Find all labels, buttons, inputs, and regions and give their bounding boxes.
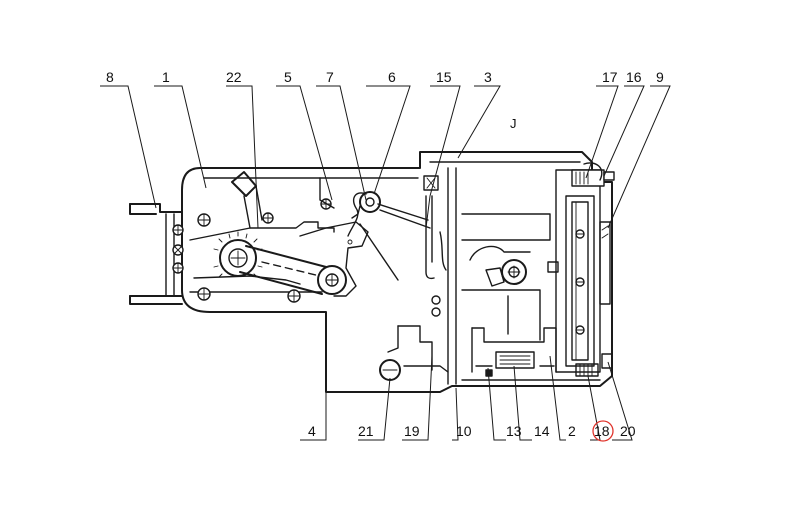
callout-7: 7	[326, 69, 334, 85]
lower-block	[379, 325, 449, 381]
highlight-circle	[592, 420, 614, 442]
callout-3: 3	[484, 69, 492, 85]
stray-mark: J	[510, 116, 517, 131]
callout-16: 16	[626, 69, 642, 85]
callout-20: 20	[620, 423, 636, 439]
inner-plates	[189, 177, 335, 285]
link-arm	[239, 245, 347, 295]
spring-gear	[213, 231, 263, 278]
callout-4: 4	[308, 423, 316, 439]
bracket-screws	[172, 224, 184, 274]
pivot-spring	[347, 191, 431, 281]
callout-2: 2	[568, 423, 576, 439]
callout-10: 10	[456, 423, 472, 439]
callout-9: 9	[656, 69, 664, 85]
callout-22: 22	[226, 69, 242, 85]
callout-13: 13	[506, 423, 522, 439]
main-housing	[181, 151, 613, 393]
callout-17: 17	[602, 69, 618, 85]
callout-labels: 8 1 22 5 7 6 15 3 17 16 9 4 21 19 10 13 …	[106, 69, 664, 439]
right-frame	[555, 162, 615, 377]
callout-18: 18	[594, 423, 610, 439]
callout-8: 8	[106, 69, 114, 85]
housing-screws	[197, 198, 332, 303]
leader-lines	[100, 85, 671, 441]
spring-rods	[423, 175, 447, 317]
callout-6: 6	[388, 69, 396, 85]
callout-21: 21	[358, 423, 374, 439]
callout-14: 14	[534, 423, 550, 439]
mechanism-plate	[461, 213, 559, 341]
callout-19: 19	[404, 423, 420, 439]
callout-15: 15	[436, 69, 452, 85]
callout-5: 5	[284, 69, 292, 85]
callout-1: 1	[162, 69, 170, 85]
